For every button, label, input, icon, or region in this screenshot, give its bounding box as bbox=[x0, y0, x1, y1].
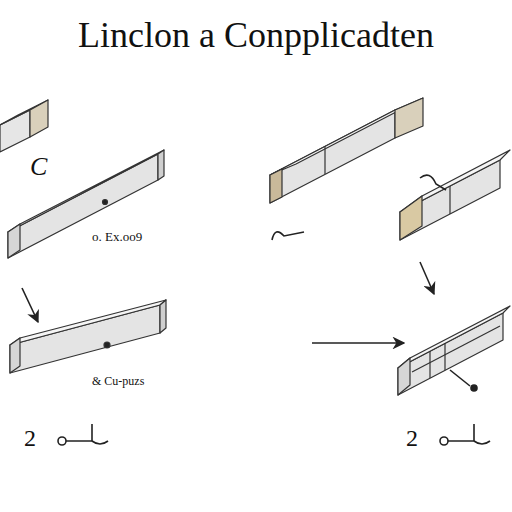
beam-face bbox=[400, 160, 500, 240]
callout-number: 2 bbox=[406, 425, 418, 452]
beam-face bbox=[270, 110, 395, 203]
beam-face bbox=[10, 300, 166, 345]
beam bbox=[8, 150, 164, 258]
beam-end bbox=[10, 338, 20, 373]
hook-mark bbox=[272, 232, 304, 240]
beam-end bbox=[270, 169, 282, 203]
beam-end bbox=[395, 98, 423, 138]
hook-ring bbox=[440, 437, 448, 445]
leader-line bbox=[450, 370, 470, 386]
beam-end bbox=[400, 196, 422, 240]
beam-face bbox=[398, 313, 503, 395]
seam-line bbox=[429, 351, 430, 378]
arrow bbox=[312, 342, 404, 344]
beam-face bbox=[270, 98, 423, 175]
hook-mark bbox=[448, 424, 490, 444]
seam-line bbox=[324, 146, 325, 174]
part-label: o. Ex.oo9 bbox=[92, 229, 142, 245]
beam bbox=[0, 100, 48, 152]
hook-mark bbox=[420, 175, 446, 190]
beam bbox=[398, 306, 510, 395]
beam-end bbox=[8, 224, 20, 258]
beam-end bbox=[158, 150, 164, 180]
hole-dot bbox=[104, 342, 110, 348]
seam-line bbox=[449, 186, 450, 214]
arrow bbox=[22, 288, 38, 322]
callout-number: 2 bbox=[24, 425, 36, 452]
part-label: & Cu-puzs bbox=[92, 374, 144, 389]
part-letter: C bbox=[30, 152, 47, 182]
beam-face bbox=[8, 150, 164, 232]
hole-dot bbox=[471, 385, 477, 391]
diagram-title: Linclon a Conpplicadten bbox=[14, 14, 498, 56]
beam-end bbox=[30, 100, 48, 137]
beam-face bbox=[398, 306, 510, 368]
beam bbox=[400, 150, 510, 240]
beam bbox=[270, 98, 423, 203]
beam-end bbox=[398, 358, 410, 395]
hole-dot bbox=[103, 200, 108, 205]
seam-line bbox=[444, 343, 445, 370]
arrow bbox=[420, 262, 434, 294]
seam-line bbox=[412, 326, 500, 372]
hook-ring bbox=[58, 437, 66, 445]
beam-end bbox=[160, 300, 166, 333]
hook-mark bbox=[66, 424, 108, 444]
